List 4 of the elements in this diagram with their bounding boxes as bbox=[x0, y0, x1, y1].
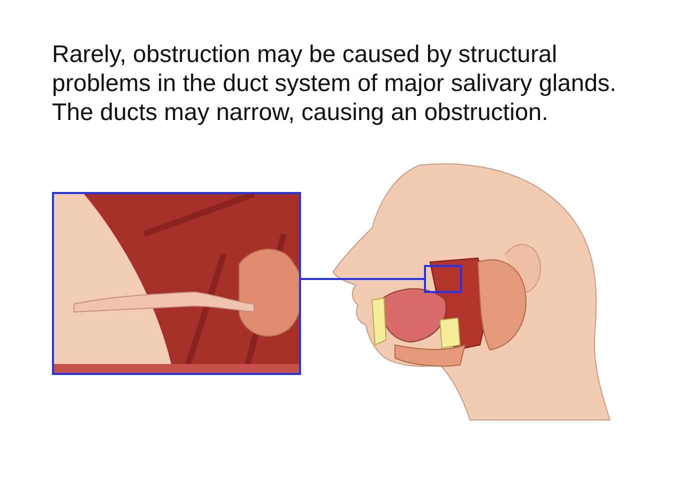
magnified-duct-picture bbox=[52, 192, 301, 375]
description-text: Rarely, obstruction may be caused by structural problems in the duct system of major salivary glands. The ducts may narrow, causing an obstruction. bbox=[52, 40, 618, 127]
leader-line bbox=[301, 278, 424, 280]
magnify-frame bbox=[424, 265, 462, 293]
